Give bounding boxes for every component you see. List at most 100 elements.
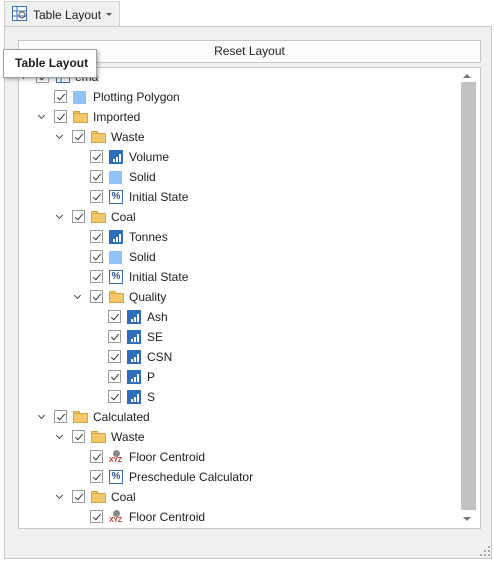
- visibility-checkbox[interactable]: [72, 130, 85, 143]
- tree-row[interactable]: Waste: [19, 428, 459, 448]
- tree-item-label: Floor Centroid: [129, 450, 206, 464]
- chevron-down-icon[interactable]: [73, 292, 83, 302]
- visibility-checkbox[interactable]: [90, 230, 103, 243]
- scroll-up-icon[interactable]: [463, 74, 471, 78]
- visibility-checkbox[interactable]: [90, 270, 103, 283]
- xyz-icon: XYZ: [109, 449, 125, 465]
- tree-item-label: Calculated: [93, 410, 150, 424]
- visibility-checkbox[interactable]: [72, 210, 85, 223]
- visibility-checkbox[interactable]: [90, 450, 103, 463]
- tree-row[interactable]: Volume: [19, 148, 459, 168]
- tree-item-label: S: [147, 390, 156, 404]
- chevron-down-icon[interactable]: [37, 112, 47, 122]
- folder-icon: [73, 109, 89, 125]
- chevron-down-icon[interactable]: [55, 492, 65, 502]
- visibility-checkbox[interactable]: [90, 190, 103, 203]
- tree-row[interactable]: CSN: [19, 348, 459, 368]
- tree-item-label: Ash: [147, 310, 168, 324]
- tree-row[interactable]: XYZ Floor Centroid: [19, 448, 459, 468]
- visibility-checkbox[interactable]: [108, 390, 121, 403]
- visibility-checkbox[interactable]: [72, 430, 85, 443]
- percent-icon: %: [109, 470, 123, 484]
- percent-icon: %: [109, 190, 123, 204]
- table-layout-icon: [12, 6, 27, 21]
- tree-row[interactable]: P: [19, 368, 459, 388]
- bar-chart-icon: [127, 310, 141, 324]
- tree-item-label: Coal: [111, 490, 136, 504]
- folder-icon: [73, 409, 89, 425]
- vertical-scrollbar[interactable]: [459, 68, 478, 528]
- bar-chart-icon: [127, 390, 141, 404]
- visibility-checkbox[interactable]: [90, 150, 103, 163]
- table-layout-button[interactable]: Table Layout: [4, 1, 120, 26]
- scroll-thumb[interactable]: [461, 82, 476, 510]
- reset-layout-button[interactable]: Reset Layout: [18, 40, 481, 63]
- tree-item-label: Tonnes: [129, 230, 168, 244]
- visibility-checkbox[interactable]: [54, 90, 67, 103]
- visibility-checkbox[interactable]: [72, 490, 85, 503]
- tree-item-label: Preschedule Calculator: [129, 470, 254, 484]
- tree-item-label: Solid: [129, 250, 156, 264]
- tree-row[interactable]: Coal: [19, 488, 459, 508]
- tree-row[interactable]: Quality: [19, 288, 459, 308]
- square-icon: [73, 91, 86, 104]
- table-layout-label: Table Layout: [33, 8, 102, 22]
- tree-item-label: Waste: [111, 130, 145, 144]
- tree-item-label: Volume: [129, 150, 170, 164]
- tree-item-label: Initial State: [129, 270, 189, 284]
- tree-row[interactable]: XYZ Floor Centroid: [19, 508, 459, 528]
- visibility-checkbox[interactable]: [108, 330, 121, 343]
- resize-grip-icon[interactable]: [480, 546, 490, 556]
- tree-row[interactable]: % Initial State: [19, 188, 459, 208]
- visibility-checkbox[interactable]: [90, 290, 103, 303]
- chevron-down-icon[interactable]: [55, 132, 65, 142]
- tooltip: Table Layout: [3, 49, 97, 78]
- tree-row[interactable]: % Initial State: [19, 268, 459, 288]
- tree-row[interactable]: % Preschedule Calculator: [19, 468, 459, 488]
- tree-item-label: Quality: [129, 290, 167, 304]
- tree-row[interactable]: Waste: [19, 128, 459, 148]
- visibility-checkbox[interactable]: [90, 170, 103, 183]
- visibility-checkbox[interactable]: [108, 350, 121, 363]
- xyz-icon: XYZ: [109, 509, 125, 525]
- folder-icon: [91, 209, 107, 225]
- tree-row[interactable]: Tonnes: [19, 228, 459, 248]
- tree-item-label: Coal: [111, 210, 136, 224]
- tree-item-label: P: [147, 370, 156, 384]
- bar-chart-icon: [127, 330, 141, 344]
- tree-item-label: Initial State: [129, 190, 189, 204]
- visibility-checkbox[interactable]: [90, 250, 103, 263]
- tree-item-label: CSN: [147, 350, 173, 364]
- scroll-down-icon[interactable]: [463, 517, 471, 521]
- bar-chart-icon: [127, 370, 141, 384]
- chevron-down-icon[interactable]: [106, 13, 112, 16]
- tree-item-label: Waste: [111, 430, 145, 444]
- visibility-checkbox[interactable]: [108, 370, 121, 383]
- tree-row[interactable]: SE: [19, 328, 459, 348]
- tree-row[interactable]: Imported: [19, 108, 459, 128]
- column-tree: emaPlotting PolygonImportedWasteVolumeSo…: [18, 67, 481, 529]
- bar-chart-icon: [109, 230, 123, 244]
- visibility-checkbox[interactable]: [54, 110, 67, 123]
- chevron-down-icon[interactable]: [37, 412, 47, 422]
- tree-row[interactable]: Calculated: [19, 408, 459, 428]
- tree-row[interactable]: Solid: [19, 168, 459, 188]
- tree-row[interactable]: Ash: [19, 308, 459, 328]
- visibility-checkbox[interactable]: [54, 410, 67, 423]
- folder-icon: [91, 429, 107, 445]
- chevron-down-icon[interactable]: [55, 212, 65, 222]
- tree-row[interactable]: Coal: [19, 208, 459, 228]
- tree-item-label: Imported: [93, 110, 141, 124]
- tree-row[interactable]: Plotting Polygon: [19, 88, 459, 108]
- percent-icon: %: [109, 270, 123, 284]
- visibility-checkbox[interactable]: [90, 470, 103, 483]
- square-icon: [109, 171, 122, 184]
- tree-item-label: Floor Centroid: [129, 510, 206, 524]
- visibility-checkbox[interactable]: [108, 310, 121, 323]
- bar-chart-icon: [109, 150, 123, 164]
- tree-row[interactable]: S: [19, 388, 459, 408]
- chevron-down-icon[interactable]: [55, 432, 65, 442]
- visibility-checkbox[interactable]: [90, 510, 103, 523]
- tree-item-label: SE: [147, 330, 164, 344]
- tree-row[interactable]: Solid: [19, 248, 459, 268]
